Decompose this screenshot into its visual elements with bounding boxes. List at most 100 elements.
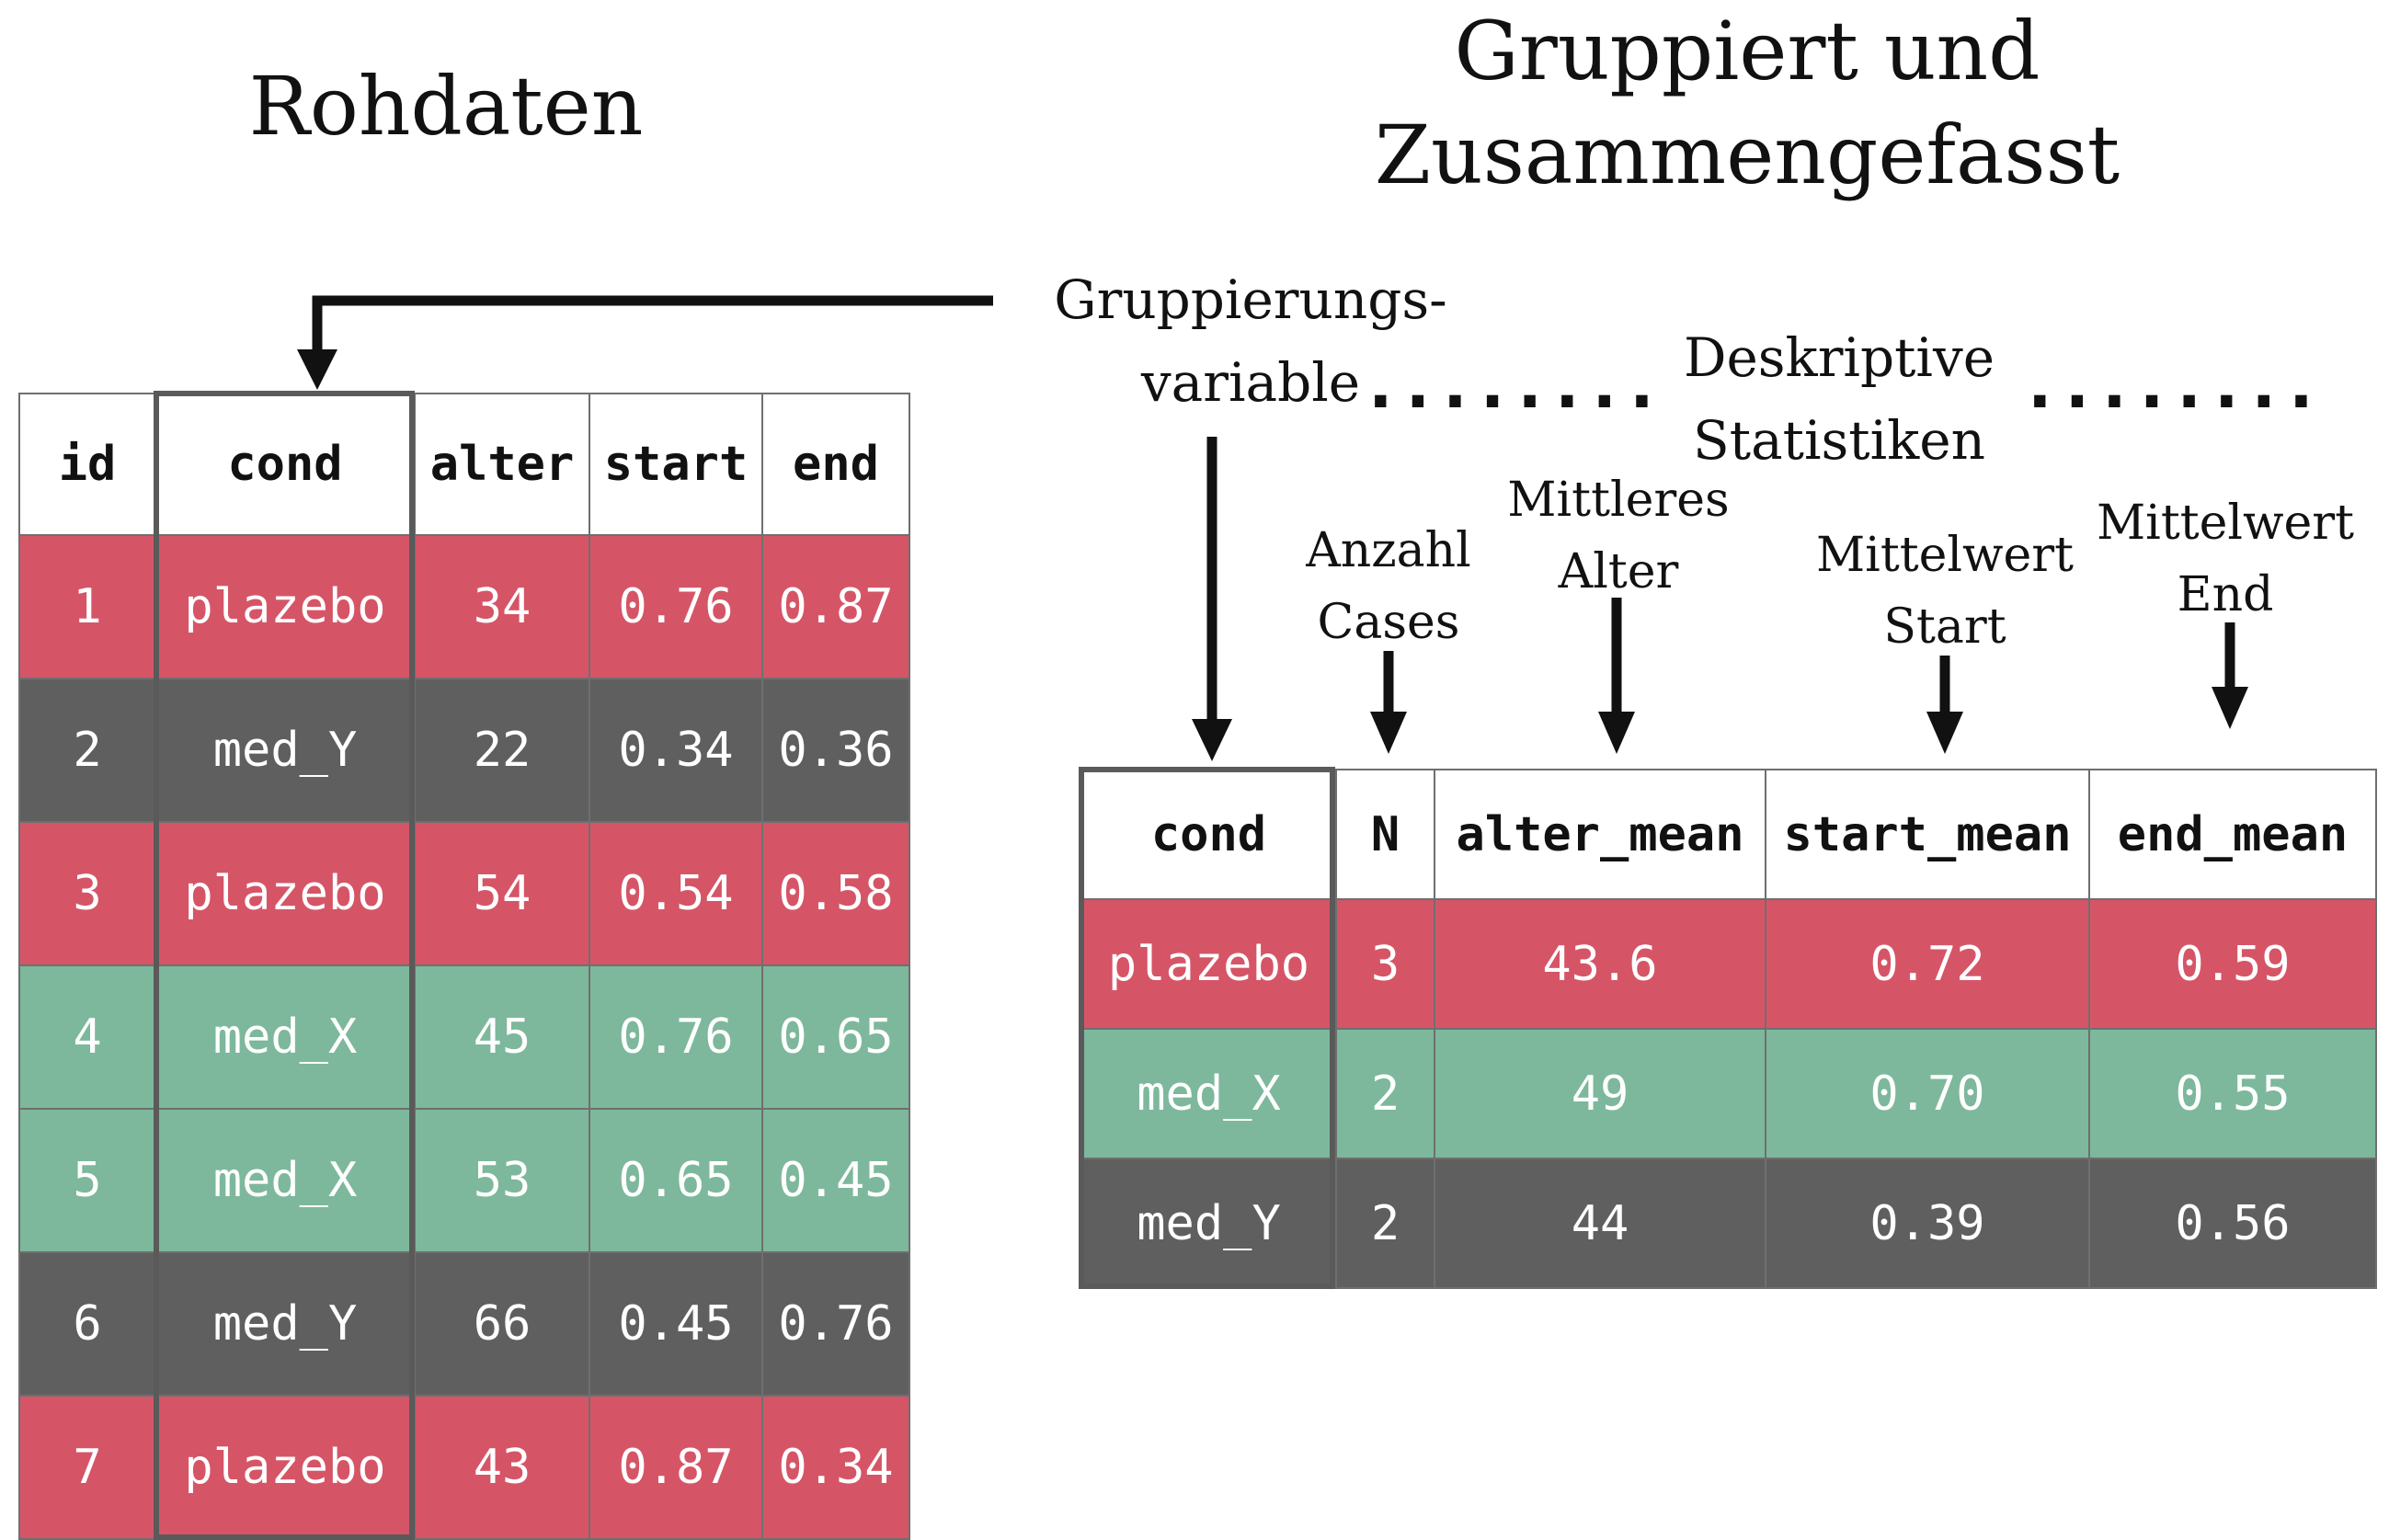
summary-cell-alter-mean: 43.6 xyxy=(1434,898,1766,1030)
grouping-variable-line-1: Gruppierungs- xyxy=(1054,268,1447,331)
raw-cell-id: 4 xyxy=(18,964,156,1110)
count-line-1: Anzahl xyxy=(1306,523,1471,578)
right-title-line-1: Gruppiert und xyxy=(1454,4,2040,98)
raw-cell-end: 0.87 xyxy=(761,534,910,679)
summary-cell-alter-mean: 44 xyxy=(1434,1158,1766,1289)
raw-cell-id: 7 xyxy=(18,1395,156,1540)
raw-cell-start: 0.34 xyxy=(589,678,763,823)
summary-cell-start-mean: 0.70 xyxy=(1765,1028,2090,1159)
raw-cell-end: 0.58 xyxy=(761,821,910,966)
raw-header-row: id cond alter start end xyxy=(18,393,910,536)
mean-start-line-1: Mittelwert xyxy=(1815,528,2075,583)
raw-cell-cond: plazebo xyxy=(154,821,416,966)
grouping-arrow-down-head xyxy=(1192,719,1232,761)
mean-end-arrow-head xyxy=(2212,687,2248,729)
summary-cell-end-mean: 0.56 xyxy=(2088,1158,2377,1289)
raw-col-cond: cond xyxy=(154,393,416,536)
summary-col-alter-mean: alter_mean xyxy=(1434,769,1766,900)
mean-age-label: Mittleres Alter xyxy=(1480,464,1756,608)
raw-cell-id: 6 xyxy=(18,1251,156,1397)
raw-cell-alter: 66 xyxy=(414,1251,590,1397)
raw-cell-end: 0.36 xyxy=(761,678,910,823)
left-title: Rohdaten xyxy=(248,59,644,154)
raw-cell-end: 0.76 xyxy=(761,1251,910,1397)
dots-left: ........ xyxy=(1368,348,1667,423)
raw-col-id: id xyxy=(18,393,156,536)
descriptive-stats-line-2: Statistiken xyxy=(1693,408,1985,472)
raw-cell-start: 0.76 xyxy=(589,964,763,1110)
mean-start-label: Mittelwert Start xyxy=(1798,519,2092,663)
summary-cell-N: 3 xyxy=(1335,898,1435,1030)
summary-cell-start-mean: 0.72 xyxy=(1765,898,2090,1030)
raw-col-end: end xyxy=(761,393,910,536)
count-label: Anzahl Cases xyxy=(1269,515,1508,658)
raw-cell-end: 0.34 xyxy=(761,1395,910,1540)
descriptive-stats-line-1: Deskriptive xyxy=(1683,326,1995,389)
raw-cell-alter: 22 xyxy=(414,678,590,823)
raw-cell-cond: med_Y xyxy=(154,678,416,823)
raw-cell-id: 5 xyxy=(18,1108,156,1253)
raw-cell-cond: med_Y xyxy=(154,1251,416,1397)
summary-table: cond N alter_mean start_mean end_mean pl… xyxy=(1080,769,2377,1289)
count-line-2: Cases xyxy=(1317,595,1460,650)
mean-start-arrow-head xyxy=(1926,712,1963,754)
summary-col-cond: cond xyxy=(1080,769,1337,900)
raw-cell-cond: plazebo xyxy=(154,1395,416,1540)
summary-cell-start-mean: 0.39 xyxy=(1765,1158,2090,1289)
dots-right: ........ xyxy=(2028,348,2326,423)
grouping-arrow-left-line xyxy=(312,295,993,354)
summary-col-start-mean: start_mean xyxy=(1765,769,2090,900)
raw-cell-cond: med_X xyxy=(154,964,416,1110)
raw-cell-end: 0.45 xyxy=(761,1108,910,1253)
mean-end-line-2: End xyxy=(2177,567,2274,622)
summary-cell-alter-mean: 49 xyxy=(1434,1028,1766,1159)
summary-cell-cond: med_Y xyxy=(1080,1158,1337,1289)
mean-age-line-2: Alter xyxy=(1558,544,1679,599)
summary-header-row: cond N alter_mean start_mean end_mean xyxy=(1080,769,2377,900)
raw-cell-alter: 54 xyxy=(414,821,590,966)
descriptive-stats-label: Deskriptive Statistiken xyxy=(1628,317,2051,483)
raw-cell-alter: 53 xyxy=(414,1108,590,1253)
raw-cell-id: 3 xyxy=(18,821,156,966)
grouping-variable-line-2: variable xyxy=(1140,350,1361,414)
summary-cell-N: 2 xyxy=(1335,1028,1435,1159)
raw-cell-start: 0.76 xyxy=(589,534,763,679)
summary-cell-N: 2 xyxy=(1335,1158,1435,1289)
mean-end-line-1: Mittelwert xyxy=(2096,496,2355,551)
raw-cell-alter: 43 xyxy=(414,1395,590,1540)
mean-age-arrow-head xyxy=(1598,712,1635,754)
raw-cell-cond: med_X xyxy=(154,1108,416,1253)
summary-cell-end-mean: 0.59 xyxy=(2088,898,2377,1030)
summary-col-end-mean: end_mean xyxy=(2088,769,2377,900)
raw-cell-start: 0.54 xyxy=(589,821,763,966)
raw-col-start: start xyxy=(589,393,763,536)
raw-cell-id: 2 xyxy=(18,678,156,823)
count-arrow-head xyxy=(1370,712,1407,754)
right-title: Gruppiert und Zusammengefasst xyxy=(1287,0,2207,207)
mean-age-line-1: Mittleres xyxy=(1507,473,1730,528)
summary-col-n: N xyxy=(1335,769,1435,900)
raw-cell-cond: plazebo xyxy=(154,534,416,679)
raw-col-alter: alter xyxy=(414,393,590,536)
mean-start-line-2: Start xyxy=(1883,599,2006,655)
raw-cell-id: 1 xyxy=(18,534,156,679)
raw-cell-start: 0.45 xyxy=(589,1251,763,1397)
grouping-arrow-left-head xyxy=(297,349,337,390)
right-title-line-2: Zusammengefasst xyxy=(1374,107,2120,202)
raw-cell-alter: 34 xyxy=(414,534,590,679)
raw-cell-end: 0.65 xyxy=(761,964,910,1110)
summary-cell-end-mean: 0.55 xyxy=(2088,1028,2377,1159)
raw-cell-start: 0.65 xyxy=(589,1108,763,1253)
mean-end-label: Mittelwert End xyxy=(2078,487,2372,631)
